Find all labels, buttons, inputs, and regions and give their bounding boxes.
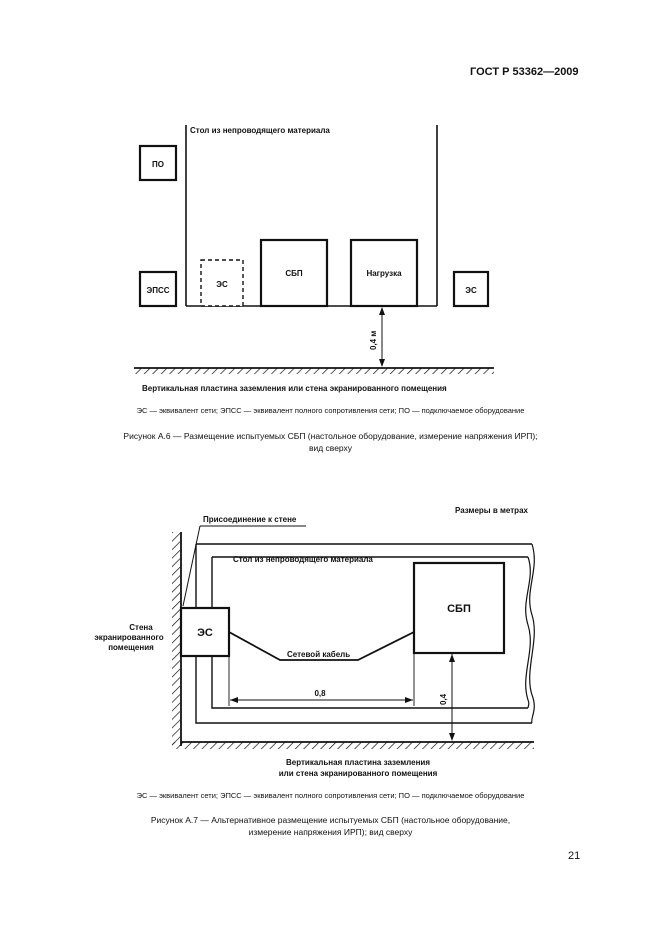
sbp2-label: СБП (447, 603, 471, 615)
table-outline-inner (211, 556, 528, 709)
dimension-label: 0,4 м (369, 331, 378, 350)
dim-h-label: 0,8 (314, 689, 326, 698)
table-label: Стол из непроводящего материала (190, 126, 330, 135)
cable-label: Сетевой кабель (287, 650, 350, 659)
figure-a7-legend: ЭС — эквивалент сети; ЭПСС — эквивалент … (136, 791, 525, 800)
ground-plate2-hatch (172, 742, 534, 749)
es2-box (179, 606, 231, 658)
es-right-label: ЭС (465, 286, 477, 295)
dim-v-arrow-down (449, 733, 455, 741)
wall-label-1: Стена (129, 623, 153, 632)
epss-box (138, 270, 178, 308)
es2-label: ЭС (197, 627, 213, 639)
load-box (349, 238, 419, 308)
dim-v-label: 0,4 (439, 693, 448, 705)
sbp-label: СБП (285, 269, 303, 278)
document-header: ГОСТ Р 53362—2009 (470, 66, 579, 78)
figure-a7-caption-line1: Рисунок А.7 — Альтернативное размещение … (150, 815, 511, 825)
table2-label: Стол из непроводящего материала (233, 555, 373, 564)
table-break-outer (529, 543, 535, 724)
epss-label: ЭПСС (147, 286, 170, 295)
dim-h-arrow-left (230, 697, 238, 703)
figure-a7-caption-line2: измерение напряжения ИРП); вид сверху (248, 827, 413, 837)
wall-connection-label: Присоединение к стене (203, 515, 297, 524)
units-note: Размеры в метрах (455, 506, 529, 515)
power-cable (228, 631, 415, 661)
page-number: 21 (568, 850, 581, 862)
table-outline-outer-left (195, 544, 532, 724)
es-right-box (452, 270, 490, 308)
table-break-inner (525, 556, 531, 709)
plate2-label-2: или стена экранированного помещения (279, 769, 438, 778)
figure-a6-caption-line1: Рисунок А.6 — Размещение испытуемых СБП … (123, 431, 538, 441)
po-label: ПО (152, 160, 164, 169)
figure-a6-legend: ЭС — эквивалент сети; ЭПСС — эквивалент … (136, 406, 525, 415)
es-label: ЭС (216, 280, 228, 289)
wall-label-3: помещения (108, 643, 154, 652)
load-label: Нагрузка (366, 269, 402, 278)
wall-label-2: экранированного (94, 633, 163, 642)
wall-connection-leader (182, 525, 201, 607)
figure-a6-caption-line2: вид сверху (308, 443, 353, 453)
dim-v-arrow-up (449, 654, 455, 662)
arrow-up (379, 307, 385, 315)
sbp-box (259, 238, 329, 308)
ground-plate-hatch (134, 368, 494, 374)
wall-hatch (172, 532, 180, 746)
dim-h-arrow-right (405, 697, 413, 703)
es-box-dashed (200, 259, 244, 307)
arrow-down (379, 359, 385, 367)
po-box (138, 144, 178, 182)
ground-plate-label: Вертикальная пластина заземления или сте… (142, 384, 447, 393)
sbp2-box (412, 561, 506, 655)
plate2-label-1: Вертикальная пластина заземления (286, 758, 430, 767)
